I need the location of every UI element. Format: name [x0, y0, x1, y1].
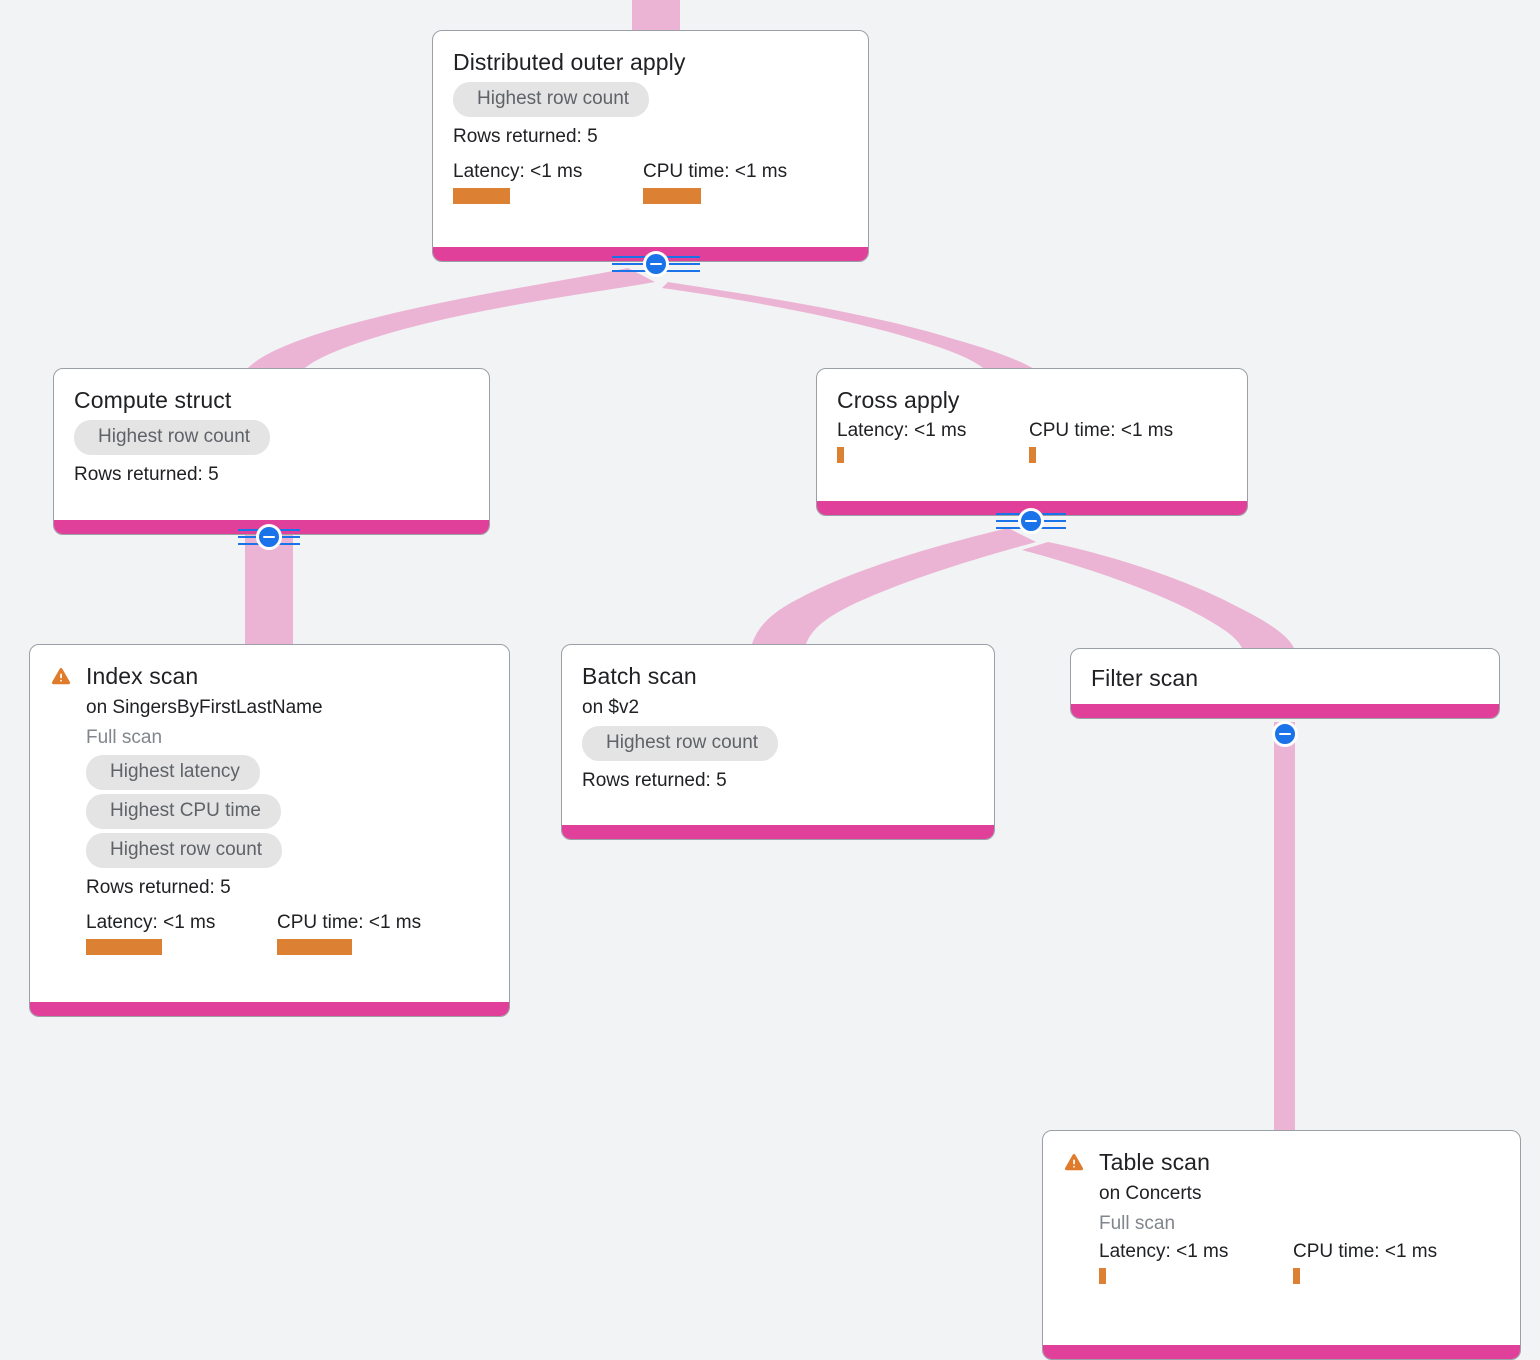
node-footer-bar [562, 825, 994, 839]
edge-cross-apply-to-batch-scan [752, 528, 1036, 644]
collapse-toggle-distributed-outer-apply[interactable] [643, 251, 669, 277]
badge-highest-row-count: Highest row count [86, 833, 283, 868]
metric-cpu-time-bar [277, 939, 352, 955]
node-subnote: Full scan [1099, 1213, 1176, 1234]
metric-latency-bar [453, 188, 510, 204]
node-metrics: Latency: <1 ms CPU time: <1 ms [837, 419, 1227, 463]
metric-latency-label: Latency: <1 ms [1099, 1241, 1229, 1262]
node-metrics: Latency: <1 ms CPU time: <1 ms [453, 160, 848, 204]
collapse-toggle-compute-struct[interactable] [256, 524, 282, 550]
node-body: Table scan on Concerts Full scan Latency… [1043, 1131, 1520, 1345]
node-body: Compute struct Highest row count Rows re… [54, 369, 489, 520]
edge-incoming-root [632, 0, 680, 34]
node-title: Batch scan [582, 663, 697, 689]
node-title-row: Batch scan [582, 661, 974, 691]
metric-latency: Latency: <1 ms [86, 911, 277, 955]
node-title-row: Filter scan [1091, 663, 1479, 693]
node-footer-bar [30, 1002, 509, 1016]
rows-returned: Rows returned: 5 [86, 877, 231, 898]
node-body: Index scan on SingersByFirstLastName Ful… [30, 645, 509, 1002]
metric-latency: Latency: <1 ms [837, 419, 1029, 463]
plan-node-index-scan[interactable]: Index scan on SingersByFirstLastName Ful… [29, 644, 510, 1017]
node-title-row: Index scan [50, 661, 489, 691]
metric-cpu-time: CPU time: <1 ms [1293, 1240, 1437, 1284]
node-title-row: Table scan [1063, 1147, 1500, 1177]
edge-root-to-compute-struct [244, 268, 655, 376]
collapse-toggle-cross-apply[interactable] [1018, 508, 1044, 534]
metric-cpu-time-bar [643, 188, 701, 204]
metric-latency-label: Latency: <1 ms [86, 912, 216, 933]
plan-node-compute-struct[interactable]: Compute struct Highest row count Rows re… [53, 368, 490, 535]
node-body: Batch scan on $v2 Highest row count Rows… [562, 645, 994, 825]
node-footer-bar [1071, 704, 1499, 718]
node-body: Distributed outer apply Highest row coun… [433, 31, 868, 247]
node-subnote: Full scan [86, 727, 163, 748]
edge-compute-struct-to-index-scan [245, 535, 293, 650]
plan-node-table-scan[interactable]: Table scan on Concerts Full scan Latency… [1042, 1130, 1521, 1360]
node-title-row: Distributed outer apply [453, 47, 848, 77]
metric-cpu-time: CPU time: <1 ms [277, 911, 421, 955]
plan-node-filter-scan[interactable]: Filter scan [1070, 648, 1500, 719]
warning-icon [1064, 1154, 1084, 1171]
node-title-row: Compute struct [74, 385, 469, 415]
node-body: Cross apply Latency: <1 ms CPU time: <1 … [817, 369, 1247, 501]
node-subtitle: on Concerts [1099, 1183, 1202, 1204]
metric-cpu-time-label: CPU time: <1 ms [1293, 1241, 1438, 1262]
rows-returned: Rows returned: 5 [74, 464, 219, 485]
plan-node-cross-apply[interactable]: Cross apply Latency: <1 ms CPU time: <1 … [816, 368, 1248, 516]
node-chips: Highest row count [453, 82, 848, 117]
badge-highest-row-count: Highest row count [582, 726, 779, 761]
node-title-row: Cross apply [837, 385, 1227, 415]
metric-cpu-time: CPU time: <1 ms [643, 160, 787, 204]
metric-latency-bar [86, 939, 162, 955]
plan-node-batch-scan[interactable]: Batch scan on $v2 Highest row count Rows… [561, 644, 995, 840]
node-subtitle: on SingersByFirstLastName [86, 697, 323, 718]
badge-highest-row-count: Highest row count [74, 420, 271, 455]
collapse-toggle-filter-scan[interactable] [1272, 721, 1298, 747]
metric-cpu-time: CPU time: <1 ms [1029, 419, 1173, 463]
node-metrics: Latency: <1 ms CPU time: <1 ms [1063, 1240, 1500, 1284]
metric-cpu-time-label: CPU time: <1 ms [277, 912, 422, 933]
node-chips: Highest row count [74, 420, 469, 455]
plan-node-distributed-outer-apply[interactable]: Distributed outer apply Highest row coun… [432, 30, 869, 262]
metric-latency: Latency: <1 ms [1099, 1240, 1293, 1284]
node-footer-bar [1043, 1345, 1520, 1359]
node-body: Filter scan [1071, 649, 1499, 704]
node-title: Compute struct [74, 387, 232, 413]
edge-cross-apply-to-filter-scan [1022, 542, 1294, 648]
node-chips: Highest latency Highest CPU time Highest… [50, 755, 489, 868]
warning-icon [51, 668, 71, 685]
edge-filter-scan-to-table-scan [1274, 722, 1295, 1142]
node-metrics: Latency: <1 ms CPU time: <1 ms [50, 911, 489, 955]
metric-cpu-time-bar [1029, 447, 1036, 463]
metric-cpu-time-bar [1293, 1268, 1300, 1284]
badge-highest-row-count: Highest row count [453, 82, 650, 117]
badge-highest-cpu-time: Highest CPU time [86, 794, 281, 829]
metric-latency-bar [837, 447, 844, 463]
rows-returned: Rows returned: 5 [453, 126, 598, 147]
node-chips: Highest row count [582, 726, 974, 761]
metric-latency: Latency: <1 ms [453, 160, 643, 204]
node-title: Filter scan [1091, 665, 1199, 691]
metric-latency-label: Latency: <1 ms [837, 420, 967, 441]
node-subtitle: on $v2 [582, 697, 640, 718]
node-title: Table scan [1099, 1149, 1210, 1175]
metric-latency-bar [1099, 1268, 1106, 1284]
metric-cpu-time-label: CPU time: <1 ms [643, 161, 788, 182]
badge-highest-latency: Highest latency [86, 755, 260, 790]
node-title: Distributed outer apply [453, 49, 686, 75]
edge-root-to-cross-apply [662, 282, 1044, 376]
node-title: Cross apply [837, 387, 960, 413]
node-title: Index scan [86, 663, 199, 689]
metric-latency-label: Latency: <1 ms [453, 161, 583, 182]
rows-returned: Rows returned: 5 [582, 770, 727, 791]
metric-cpu-time-label: CPU time: <1 ms [1029, 420, 1174, 441]
